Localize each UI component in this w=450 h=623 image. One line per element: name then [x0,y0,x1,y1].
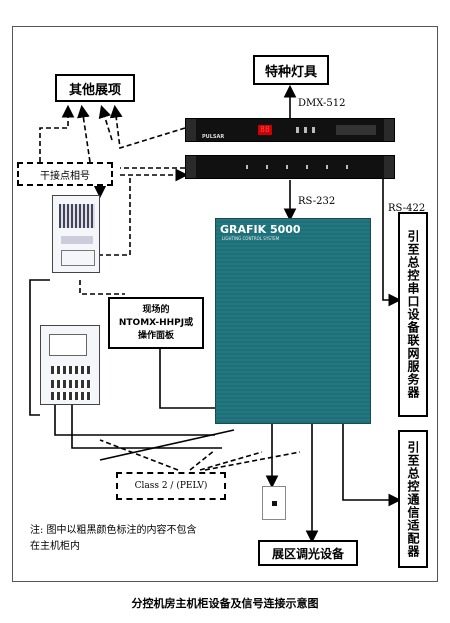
dash-class2-1 [99,439,179,471]
rs422-label: RS-422 [388,203,426,214]
rs422-line [382,166,402,307]
dimmer-panel-upper [52,195,100,273]
diagram-frame [12,26,438,582]
grafik-5000-cabinet: GRAFIK 5000 LIGHTING CONTROL SYSTEM [215,218,371,424]
other-exhibits-box: 其他展项 [55,74,135,102]
dash-class2-2 [189,449,216,471]
dash-to-other-3 [98,104,113,141]
dash-class2-3 [199,451,263,471]
cabinet-logo: GRAFIK 5000 [220,223,301,236]
rack-button[interactable] [304,127,307,133]
class2-label: Class 2 / (PELV) [134,481,208,491]
onsite-panel-label: 现场的 NTOMX-HHPJ或 操作面板 [118,304,194,341]
dmx-rack-unit: PULSAR 88 [185,118,395,142]
other-exhibits-label: 其他展项 [68,82,121,98]
dimmer-panel-lower [40,325,100,405]
serial-server-label: 引至总控串口设备联网服务器 [406,230,420,399]
serial-server-box: 引至总控串口设备联网服务器 [398,212,428,417]
dash-right-panel [96,178,131,256]
cab-to-adapter [342,424,402,507]
panel-wire-4 [159,348,215,409]
class2-box: Class 2 / (PELV) [116,472,226,500]
rack-brand: PULSAR [202,134,225,140]
panel-wire-3 [71,405,222,449]
special-lights-label: 特种灯具 [264,64,317,80]
dash-onsite-link [79,280,125,295]
dash-to-other-1 [39,104,75,162]
dry-contact-box: 干接点相号 [17,162,113,186]
dash-rack1-left [109,104,186,150]
panel-wire-2 [54,405,215,436]
rack-display: 88 [258,125,272,135]
cab-left-wires [99,429,235,461]
signal-rack-unit [185,155,395,179]
wall-switch[interactable] [262,486,286,520]
onsite-panel-box: 现场的 NTOMX-HHPJ或 操作面板 [108,297,204,349]
exhibit-dimming-label: 展区调光设备 [271,546,344,561]
exhibit-dimming-box: 展区调光设备 [258,540,358,566]
dash-to-other-2 [77,104,91,163]
rack-button[interactable] [296,127,299,133]
rack-button[interactable] [312,127,315,133]
dash-class2-4 [204,451,301,471]
comm-adapter-box: 引至总控通信适配器 [398,430,428,568]
rs232-label: RS-232 [298,196,336,207]
cabinet-subtitle: LIGHTING CONTROL SYSTEM [222,236,280,241]
panel-wire-1 [29,279,50,416]
special-lights-box: 特种灯具 [253,55,329,85]
figure-caption: 分控机房主机柜设备及信号连接示意图 [131,597,319,610]
comm-adapter-label: 引至总控通信适配器 [406,440,420,558]
dmx-label: DMX-512 [298,98,346,109]
dry-contact-label: 干接点相号 [40,170,90,182]
note-text: 注: 图中以粗黑颜色标注的内容不包含在主机柜内 [30,525,197,552]
